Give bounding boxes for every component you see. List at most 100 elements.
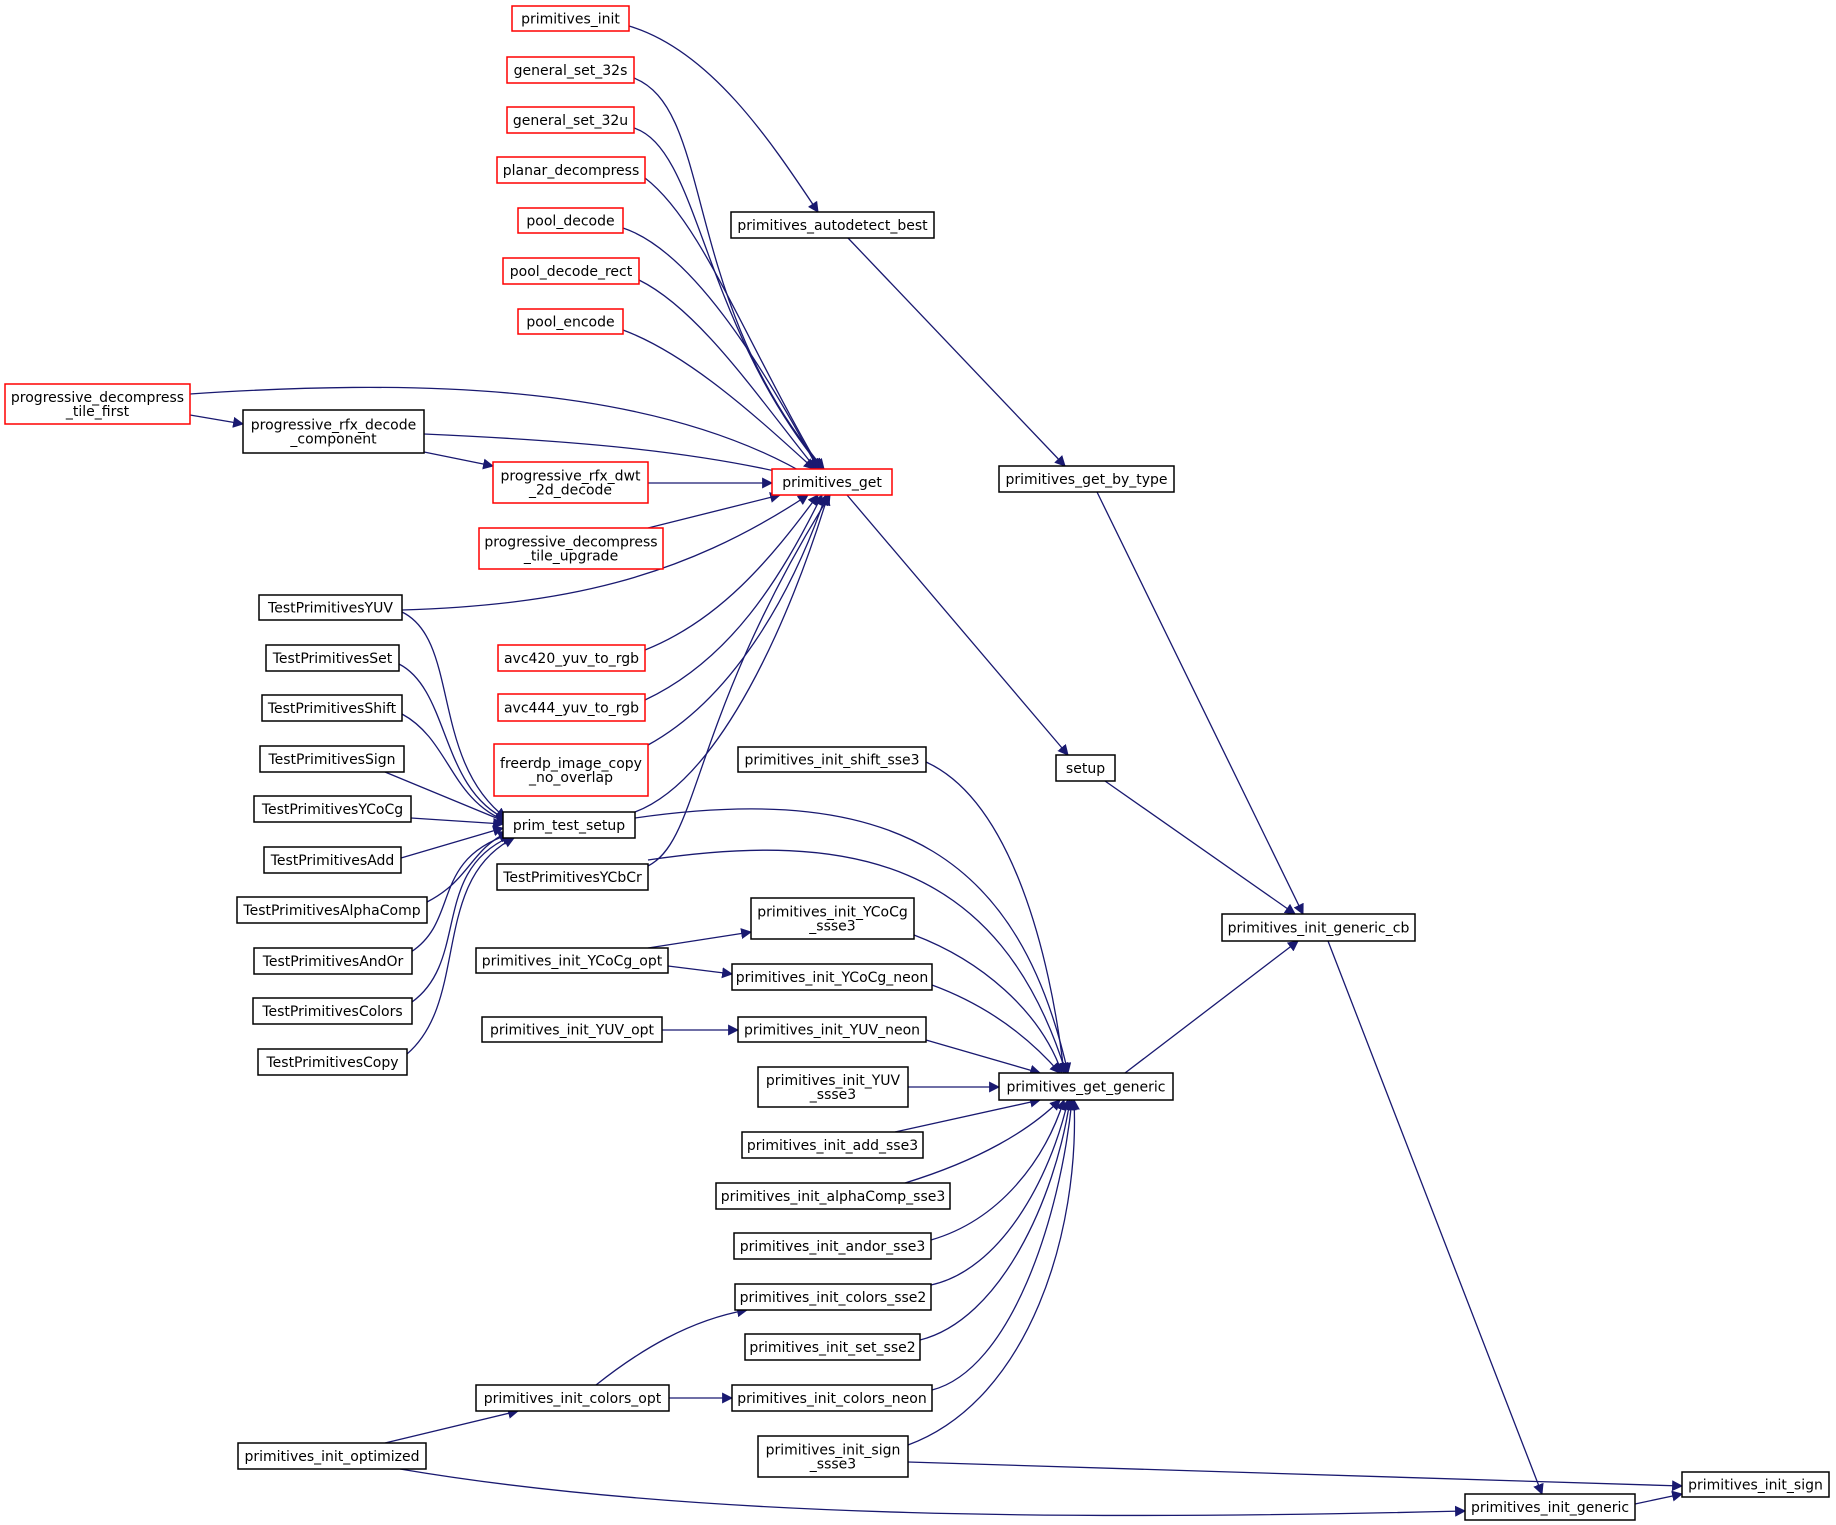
- node-progressive_rfx_decode_component[interactable]: progressive_rfx_decode_component: [242, 409, 425, 454]
- node-label: primitives_get_generic: [1007, 1080, 1166, 1096]
- node-box: [506, 56, 635, 84]
- node-primitives_init_andor_sse3[interactable]: primitives_init_andor_sse3: [733, 1232, 932, 1260]
- node-primitives_init_colors_neon[interactable]: primitives_init_colors_neon: [731, 1384, 933, 1412]
- node-progressive_rfx_dwt_2d_decode[interactable]: progressive_rfx_dwt_2d_decode: [492, 461, 649, 504]
- node-TestPrimitivesColors[interactable]: TestPrimitivesColors: [252, 997, 413, 1025]
- node-label: primitives_init_YUV_neon: [744, 1023, 920, 1039]
- node-label: _tile_first: [65, 404, 130, 420]
- node-primitives_init_YUV_neon[interactable]: primitives_init_YUV_neon: [737, 1016, 927, 1043]
- node-TestPrimitivesShift[interactable]: TestPrimitivesShift: [261, 694, 403, 722]
- node-TestPrimitivesYCbCr[interactable]: TestPrimitivesYCbCr: [496, 863, 649, 891]
- node-TestPrimitivesAndOr[interactable]: TestPrimitivesAndOr: [253, 947, 413, 975]
- node-TestPrimitivesYCoCg[interactable]: TestPrimitivesYCoCg: [253, 795, 412, 823]
- edge-primitives_init_YCoCg_neon-to-primitives_get_generic: [931, 984, 1061, 1074]
- node-setup[interactable]: setup: [1055, 754, 1116, 782]
- edge-TestPrimitivesYCbCr-to-primitives_get: [647, 494, 831, 867]
- node-TestPrimitivesAlphaComp[interactable]: TestPrimitivesAlphaComp: [236, 896, 428, 924]
- node-primitives_init_sign_ssse3[interactable]: primitives_init_sign_ssse3: [757, 1435, 909, 1478]
- node-box: [715, 1182, 951, 1210]
- node-freerdp_image_copy_no_overlap[interactable]: freerdp_image_copy_no_overlap: [493, 743, 649, 797]
- node-general_set_32s[interactable]: general_set_32s: [506, 56, 635, 84]
- node-TestPrimitivesAdd[interactable]: TestPrimitivesAdd: [263, 846, 402, 874]
- node-label: primitives_init_YUV_opt: [490, 1023, 655, 1039]
- edge-primitives_get-to-setup: [846, 494, 1069, 756]
- node-primitives_init_YCoCg_neon[interactable]: primitives_init_YCoCg_neon: [731, 963, 933, 991]
- node-box: [478, 527, 664, 570]
- node-primitives_autodetect_best[interactable]: primitives_autodetect_best: [730, 211, 935, 239]
- node-avc420_yuv_to_rgb[interactable]: avc420_yuv_to_rgb: [497, 644, 646, 672]
- edge-TestPrimitivesYCbCr-to-primitives_get_generic: [647, 849, 1069, 1075]
- edge-primitives_init_YUV_neon-to-primitives_get_generic: [925, 1039, 1042, 1076]
- node-label: TestPrimitivesAndOr: [262, 954, 404, 970]
- node-label: _ssse3: [809, 1457, 856, 1473]
- node-TestPrimitivesSign[interactable]: TestPrimitivesSign: [259, 745, 405, 773]
- node-box: [744, 1333, 921, 1361]
- node-pool_decode[interactable]: pool_decode: [517, 207, 624, 234]
- node-box: [502, 811, 636, 839]
- node-box: [771, 468, 893, 496]
- node-label: progressive_decompress: [484, 535, 657, 551]
- node-prim_test_setup[interactable]: prim_test_setup: [502, 811, 636, 839]
- node-primitives_init_colors_sse2[interactable]: primitives_init_colors_sse2: [734, 1283, 932, 1311]
- node-box: [511, 5, 630, 32]
- node-label: primitives_init_set_sse2: [749, 1340, 915, 1356]
- node-label: _2d_decode: [528, 483, 612, 499]
- node-primitives_init[interactable]: primitives_init: [511, 5, 630, 32]
- node-primitives_init_generic_cb[interactable]: primitives_init_generic_cb: [1221, 913, 1416, 942]
- node-primitives_init_YUV_opt[interactable]: primitives_init_YUV_opt: [481, 1016, 663, 1043]
- edge-primitives_init_optimized-to-primitives_init_generic: [399, 1468, 1467, 1517]
- node-progressive_decompress_tile_upgrade[interactable]: progressive_decompress_tile_upgrade: [478, 527, 664, 570]
- edge-TestPrimitivesAlphaComp-to-prim_test_setup: [426, 831, 509, 903]
- edge-progressive_rfx_decode_component-to-progressive_rfx_dwt_2d_decode: [423, 451, 495, 470]
- node-primitives_init_alphaComp_sse3[interactable]: primitives_init_alphaComp_sse3: [715, 1182, 951, 1210]
- node-label: primitives_get_by_type: [1005, 472, 1167, 488]
- node-box: [253, 947, 413, 975]
- node-general_set_32u[interactable]: general_set_32u: [506, 106, 635, 134]
- node-box: [257, 1048, 408, 1076]
- node-label: TestPrimitivesYCoCg: [261, 802, 403, 818]
- edge-progressive_decompress_tile_first-to-primitives_get: [189, 386, 813, 479]
- node-primitives_init_YCoCg_ssse3[interactable]: primitives_init_YCoCg_ssse3: [750, 897, 915, 940]
- node-box: [998, 1072, 1174, 1101]
- node-progressive_decompress_tile_first[interactable]: progressive_decompress_tile_first: [4, 383, 191, 425]
- node-box: [757, 1066, 909, 1108]
- edge-TestPrimitivesShift-to-prim_test_setup: [401, 713, 510, 824]
- node-primitives_init_set_sse2[interactable]: primitives_init_set_sse2: [744, 1333, 921, 1361]
- node-label: avc420_yuv_to_rgb: [504, 651, 639, 667]
- node-box: [998, 465, 1175, 493]
- node-primitives_init_generic[interactable]: primitives_init_generic: [1464, 1493, 1636, 1521]
- node-box: [1221, 913, 1416, 942]
- node-box: [737, 1016, 927, 1043]
- node-primitives_get[interactable]: primitives_get: [771, 468, 893, 496]
- node-primitives_init_shift_sse3[interactable]: primitives_init_shift_sse3: [737, 746, 927, 773]
- node-TestPrimitivesYUV[interactable]: TestPrimitivesYUV: [258, 594, 403, 621]
- node-primitives_get_generic[interactable]: primitives_get_generic: [998, 1072, 1174, 1101]
- edge-primitives_init_add_sse3-to-primitives_get_generic: [894, 1096, 1042, 1133]
- node-label: primitives_init_generic: [1471, 1500, 1629, 1516]
- node-label: primitives_init_colors_opt: [484, 1391, 662, 1407]
- edge-primitives_init_YCoCg_ssse3-to-primitives_get_generic: [913, 934, 1064, 1075]
- edges: [189, 25, 1684, 1517]
- node-pool_decode_rect[interactable]: pool_decode_rect: [502, 257, 640, 285]
- node-primitives_init_YCoCg_opt[interactable]: primitives_init_YCoCg_opt: [475, 947, 669, 974]
- node-primitives_init_colors_opt[interactable]: primitives_init_colors_opt: [475, 1384, 670, 1412]
- edge-primitives_init_optimized-to-primitives_init_colors_opt: [384, 1407, 520, 1444]
- node-TestPrimitivesCopy[interactable]: TestPrimitivesCopy: [257, 1048, 408, 1076]
- node-primitives_get_by_type[interactable]: primitives_get_by_type: [998, 465, 1175, 493]
- node-primitives_init_optimized[interactable]: primitives_init_optimized: [237, 1442, 427, 1470]
- edge-TestPrimitivesYCoCg-to-prim_test_setup: [410, 817, 505, 829]
- node-label: TestPrimitivesAdd: [270, 853, 395, 869]
- node-primitives_init_add_sse3[interactable]: primitives_init_add_sse3: [741, 1131, 924, 1159]
- node-box: [236, 896, 428, 924]
- node-planar_decompress[interactable]: planar_decompress: [496, 156, 646, 184]
- node-TestPrimitivesSet[interactable]: TestPrimitivesSet: [265, 644, 400, 672]
- node-primitives_init_sign[interactable]: primitives_init_sign: [1681, 1471, 1830, 1498]
- edge-TestPrimitivesYUV-to-primitives_get: [401, 494, 809, 611]
- node-avc444_yuv_to_rgb[interactable]: avc444_yuv_to_rgb: [497, 693, 646, 722]
- edge-freerdp_image_copy_no_overlap-to-primitives_get: [647, 493, 828, 746]
- node-primitives_init_YUV_ssse3[interactable]: primitives_init_YUV_ssse3: [757, 1066, 909, 1108]
- node-label: freerdp_image_copy: [500, 756, 642, 772]
- node-label: primitives_init: [521, 12, 620, 28]
- node-pool_encode[interactable]: pool_encode: [517, 308, 624, 335]
- node-box: [263, 846, 402, 874]
